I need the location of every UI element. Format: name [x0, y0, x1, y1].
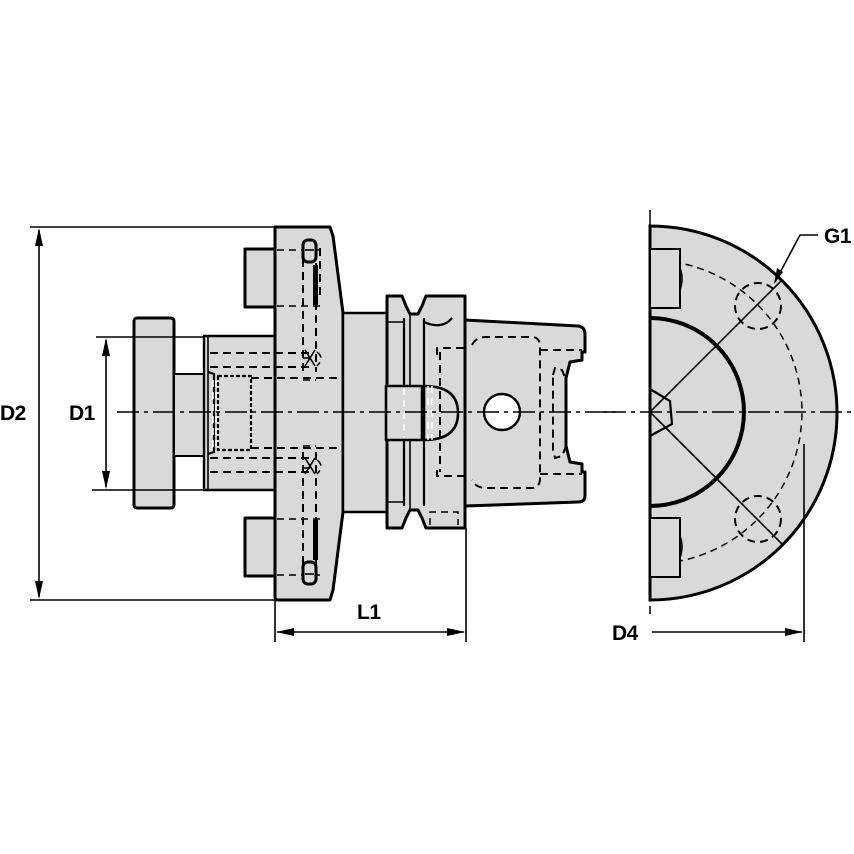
- threaded-insert: [216, 374, 253, 452]
- side-view: [117, 225, 618, 602]
- clamp-screw-top: [301, 238, 322, 381]
- key-top: [243, 247, 279, 309]
- taper: [463, 318, 587, 508]
- main-flange: [273, 225, 345, 602]
- label-g1: G1: [824, 225, 852, 248]
- key-bottom: [243, 516, 279, 578]
- dimensions-side: [30, 226, 467, 642]
- dimension-d4: [652, 444, 805, 642]
- end-view: [604, 210, 852, 614]
- front-disk: [132, 316, 176, 510]
- pull-stud: [384, 384, 460, 442]
- bolt-hole-bottom: [734, 495, 782, 543]
- shank: [173, 373, 207, 457]
- label-d1: D1: [69, 402, 95, 425]
- bolt-hole-top: [734, 282, 782, 330]
- label-d4: D4: [612, 622, 638, 645]
- clamp-screw-bottom: [301, 445, 322, 586]
- label-l1: L1: [357, 601, 381, 624]
- label-d2: D2: [0, 402, 26, 425]
